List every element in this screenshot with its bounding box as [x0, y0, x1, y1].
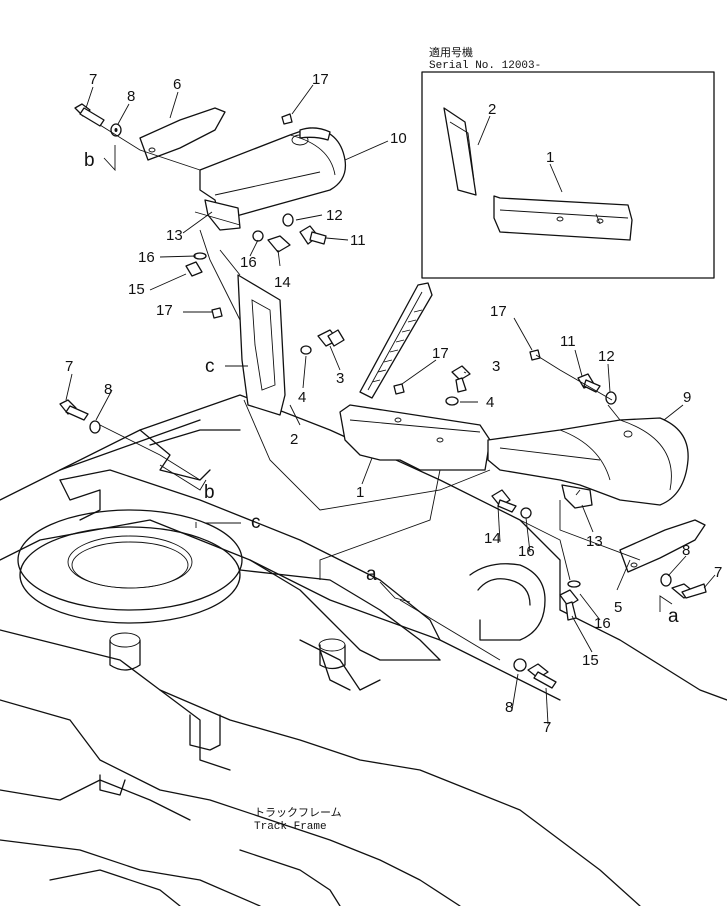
track-frame — [0, 394, 727, 906]
callout-b: b — [84, 150, 95, 171]
callout-8: 8 — [104, 381, 112, 398]
callout-a: a — [668, 606, 679, 627]
callout-4: 4 — [298, 389, 306, 406]
cover-9 — [487, 417, 689, 509]
callout-17: 17 — [432, 345, 449, 362]
callout-1: 1 — [546, 149, 554, 166]
callout-14: 14 — [484, 530, 501, 547]
callout-14: 14 — [274, 274, 291, 291]
callout-1: 1 — [356, 484, 364, 501]
callout-12: 12 — [326, 207, 343, 224]
plate-6 — [139, 107, 226, 161]
callout-7: 7 — [543, 719, 551, 736]
callout-16: 16 — [594, 615, 611, 632]
callout-11: 11 — [350, 232, 366, 249]
callout-2: 2 — [488, 101, 496, 118]
plate-5 — [619, 519, 706, 573]
callout-15: 15 — [582, 652, 599, 669]
inset-title-en: Serial No. 12003- — [429, 60, 541, 72]
frame-label-en: Track Frame — [254, 821, 327, 833]
callout-8: 8 — [682, 542, 690, 559]
callout-12: 12 — [598, 348, 615, 365]
callout-6: 6 — [173, 76, 181, 93]
callout-4: 4 — [486, 394, 494, 411]
callout-11: 11 — [560, 333, 576, 350]
callout-c: c — [205, 356, 215, 377]
callout-c: c — [251, 512, 261, 533]
callout-7: 7 — [89, 71, 97, 88]
callout-b: b — [204, 482, 215, 503]
callout-a: a — [366, 564, 377, 585]
duct-1 — [339, 404, 491, 471]
callout-13: 13 — [586, 533, 603, 550]
callout-10: 10 — [390, 130, 407, 147]
callout-16: 16 — [138, 249, 155, 266]
strip — [359, 282, 433, 399]
callout-3: 3 — [336, 370, 344, 387]
serial-inset — [421, 71, 715, 279]
callout-16: 16 — [518, 543, 535, 560]
callout-15: 15 — [128, 281, 145, 298]
callout-17: 17 — [490, 303, 507, 320]
callout-8: 8 — [127, 88, 135, 105]
callout-16: 16 — [240, 254, 257, 271]
cover-10 — [199, 127, 347, 231]
leader-lines — [65, 84, 716, 725]
fasteners — [59, 103, 707, 689]
callout-labels: 7 8 6 b 17 10 12 13 11 16 16 14 15 2 1 1… — [65, 71, 722, 736]
inset-title-jp: 適用号機 — [429, 45, 473, 60]
frame-label-jp: トラックフレーム — [254, 806, 342, 820]
callout-8: 8 — [505, 699, 513, 716]
callout-17: 17 — [156, 302, 173, 319]
callout-7: 7 — [714, 564, 722, 581]
callout-9: 9 — [683, 389, 691, 406]
callout-17: 17 — [312, 71, 329, 88]
callout-5: 5 — [614, 599, 622, 616]
callout-2: 2 — [290, 431, 298, 448]
callout-13: 13 — [166, 227, 183, 244]
guide-2 — [237, 274, 286, 416]
callout-7: 7 — [65, 358, 73, 375]
callout-3: 3 — [492, 358, 500, 375]
